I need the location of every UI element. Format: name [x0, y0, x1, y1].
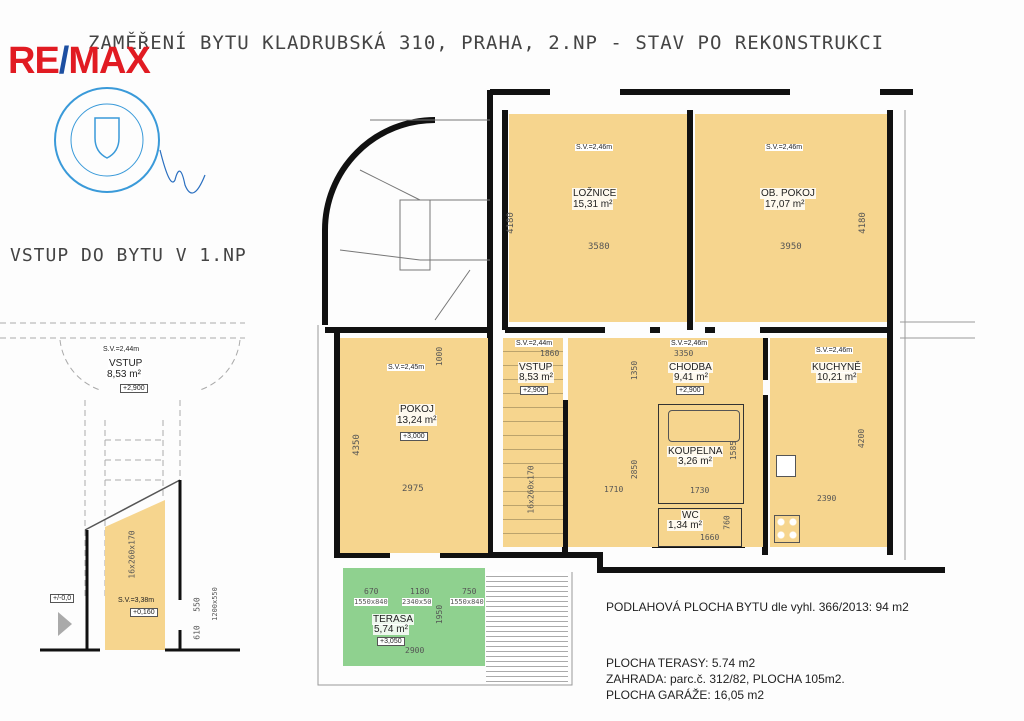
- chodba-sv: S.V.=2,46m: [670, 340, 709, 347]
- staircase: [339, 119, 490, 321]
- obyvaci-name: OB. POKOJ: [760, 188, 816, 199]
- loznice-name: LOŽNICE: [572, 188, 618, 199]
- stamp: [54, 87, 206, 194]
- plan-title: ZAMĚŘENÍ BYTU KLADRUBSKÁ 310, PRAHA, 2.N…: [88, 32, 885, 54]
- vstup-stair-label: 16x260x170: [526, 465, 536, 514]
- stair-cut-line: [84, 479, 181, 531]
- terasa-name: TERASA: [372, 614, 415, 625]
- pokoj-width: 2975: [402, 484, 424, 494]
- chodba-height2: 1350: [630, 360, 640, 381]
- chodba-level: +2,900: [676, 386, 704, 395]
- entrance-room-name: VSTUP: [108, 358, 144, 369]
- pokoj-height: 4350: [351, 434, 362, 456]
- outer-lines: [317, 110, 975, 686]
- terasa-dim-1: 670: [364, 587, 379, 596]
- terasa-dim-2: 1180: [410, 587, 430, 596]
- room-pokoj: [340, 338, 488, 553]
- pokoj-level: +3,000: [400, 432, 428, 441]
- kuchyne-height: 4200: [857, 428, 867, 449]
- vstup-area: 8,53 m²: [518, 372, 554, 383]
- terasa-window-3: 1550x840: [450, 598, 484, 606]
- koupelna-width: 1730: [690, 486, 710, 495]
- sink-icon: [776, 455, 796, 477]
- loznice-area: 15,31 m²: [572, 199, 614, 210]
- entrance-lower-sv: S.V.=3,38m: [118, 597, 155, 604]
- koupelna-name: KOUPELNA: [667, 446, 724, 457]
- obyvaci-width: 3950: [780, 242, 802, 252]
- loznice-width: 3580: [588, 242, 610, 252]
- terasa-height: 1950: [435, 604, 445, 625]
- terrace-area-info: PLOCHA TERASY: 5.74 m2: [606, 656, 756, 670]
- pokoj-door-dim: 1000: [435, 346, 445, 367]
- entrance-lower-level: +0,160: [130, 608, 158, 617]
- bathtub-icon: [668, 410, 740, 442]
- chodba-height: 2850: [630, 459, 640, 480]
- terasa-level: +3,050: [377, 637, 405, 646]
- loznice-sv: S.V.=2,46m: [575, 144, 614, 151]
- kuchyne-width: 2390: [817, 494, 837, 503]
- floor-area-info: PODLAHOVÁ PLOCHA BYTU dle vyhl. 366/2013…: [606, 600, 909, 614]
- wc-height: 760: [722, 515, 732, 530]
- pokoj-area: 13,24 m²: [396, 415, 438, 426]
- chodba-width: 3350: [674, 349, 694, 358]
- wc-width: 1660: [700, 533, 720, 542]
- stove-icon: [774, 515, 800, 543]
- terasa-dim-3: 750: [462, 587, 477, 596]
- vstup-name: VSTUP: [518, 362, 554, 373]
- obyvaci-area: 17,07 m²: [764, 199, 806, 210]
- wc-area: 1,34 m²: [667, 520, 703, 531]
- vstup-level: +2,900: [520, 386, 548, 395]
- entrance-level: +2,900: [120, 384, 148, 393]
- wc-name: WC: [681, 510, 700, 521]
- entry-arrow-icon: [58, 612, 72, 636]
- koupelna-area: 3,26 m²: [677, 456, 713, 467]
- entrance-stair-label: 16x260x170: [127, 530, 137, 579]
- terasa-window-1: 1550x840: [354, 598, 388, 606]
- entrance-dim-610: 610: [192, 625, 202, 640]
- terasa-area: 5,74 m²: [373, 624, 409, 635]
- chodba-area: 9,41 m²: [673, 372, 709, 383]
- entrance-walls: [40, 480, 240, 652]
- entrance-sv: S.V.=2,44m: [102, 346, 141, 353]
- pokoj-name: POKOJ: [399, 404, 435, 415]
- pokoj-sv: S.V.=2,45m: [387, 364, 426, 371]
- garden-info: ZAHRADA: parc.č. 312/82, PLOCHA 105m2.: [606, 672, 845, 686]
- entrance-window-dim: 1200x550: [210, 587, 219, 621]
- stair-curved-wall: [322, 117, 436, 325]
- kuchyne-name: KUCHYNĚ: [811, 362, 862, 373]
- obyvaci-height: 4180: [857, 212, 868, 234]
- terasa-width: 2900: [405, 646, 425, 655]
- vstup-width: 1860: [540, 349, 560, 358]
- vstup-sv: S.V.=2,44m: [515, 340, 554, 347]
- garage-info: PLOCHA GARÁŽE: 16,05 m2: [606, 688, 765, 702]
- chodba-width2: 1710: [604, 485, 624, 494]
- entrance-room-area: 8,53 m²: [106, 369, 142, 380]
- terasa-window-2: 2340x50: [402, 598, 432, 606]
- kuchyne-sv: S.V.=2,46m: [815, 347, 854, 354]
- entrance-dim-550: 550: [192, 597, 202, 612]
- koupelna-height: 1585: [729, 440, 739, 461]
- garden-stripes: [486, 572, 568, 684]
- ground-level: +/-0,0: [50, 594, 75, 603]
- loznice-height: 4180: [505, 212, 516, 234]
- entrance-title: VSTUP DO BYTU V 1.NP: [10, 245, 247, 266]
- entrance-upper-dashed: [0, 322, 245, 600]
- chodba-name: CHODBA: [668, 362, 713, 373]
- entrance-stair-fill: [105, 500, 165, 650]
- obyvaci-sv: S.V.=2,46m: [765, 144, 804, 151]
- remax-logo: RE/MAX: [8, 40, 151, 82]
- kuchyne-area: 10,21 m²: [816, 372, 858, 383]
